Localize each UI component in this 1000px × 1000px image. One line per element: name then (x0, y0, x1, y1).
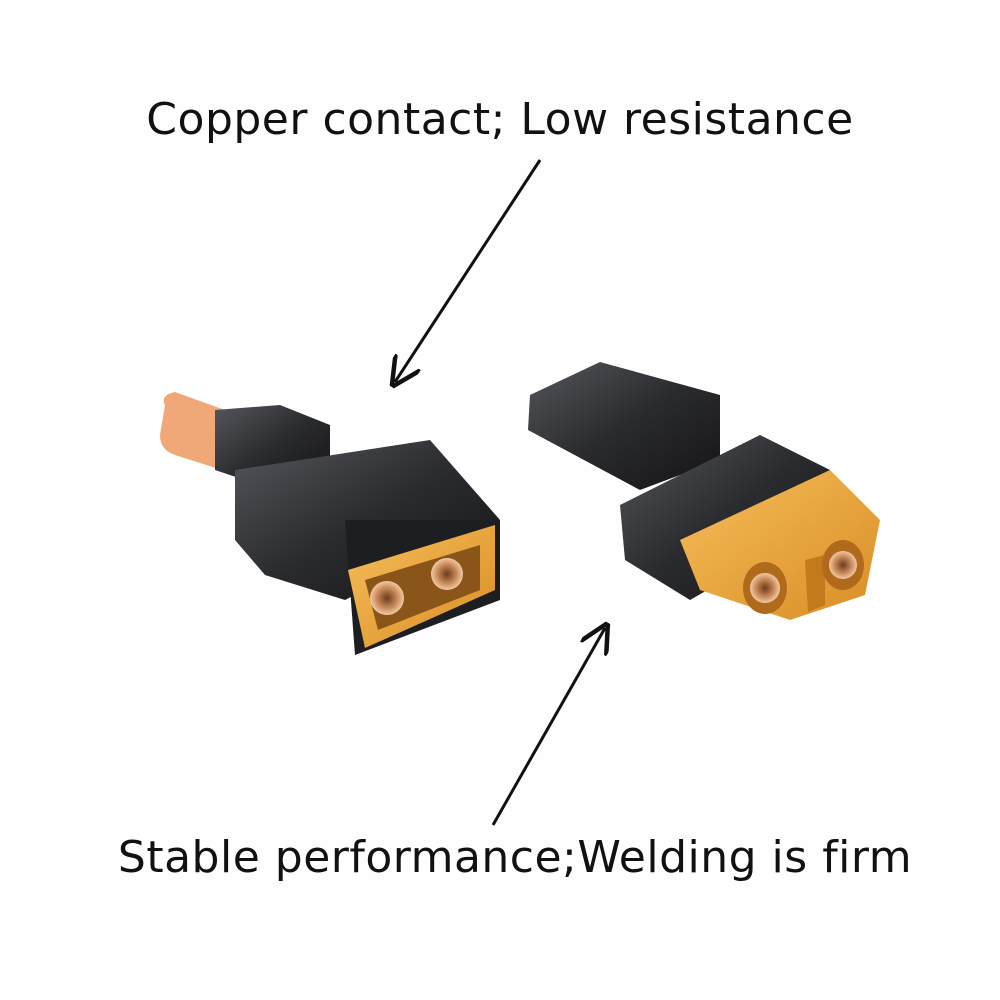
caption-top: Copper contact; Low resistance (146, 94, 854, 145)
right-connector (528, 362, 880, 620)
caption-bottom: Stable performance;Welding is firm (117, 832, 913, 883)
left-connector (160, 392, 500, 655)
arrow-to-contact (395, 159, 542, 382)
contact-pin (370, 581, 404, 615)
xt30-pins (160, 392, 225, 470)
socket-hole (829, 551, 857, 579)
socket-hole (750, 573, 780, 603)
contact-pin (431, 558, 463, 590)
arrow-to-welding (491, 628, 605, 826)
